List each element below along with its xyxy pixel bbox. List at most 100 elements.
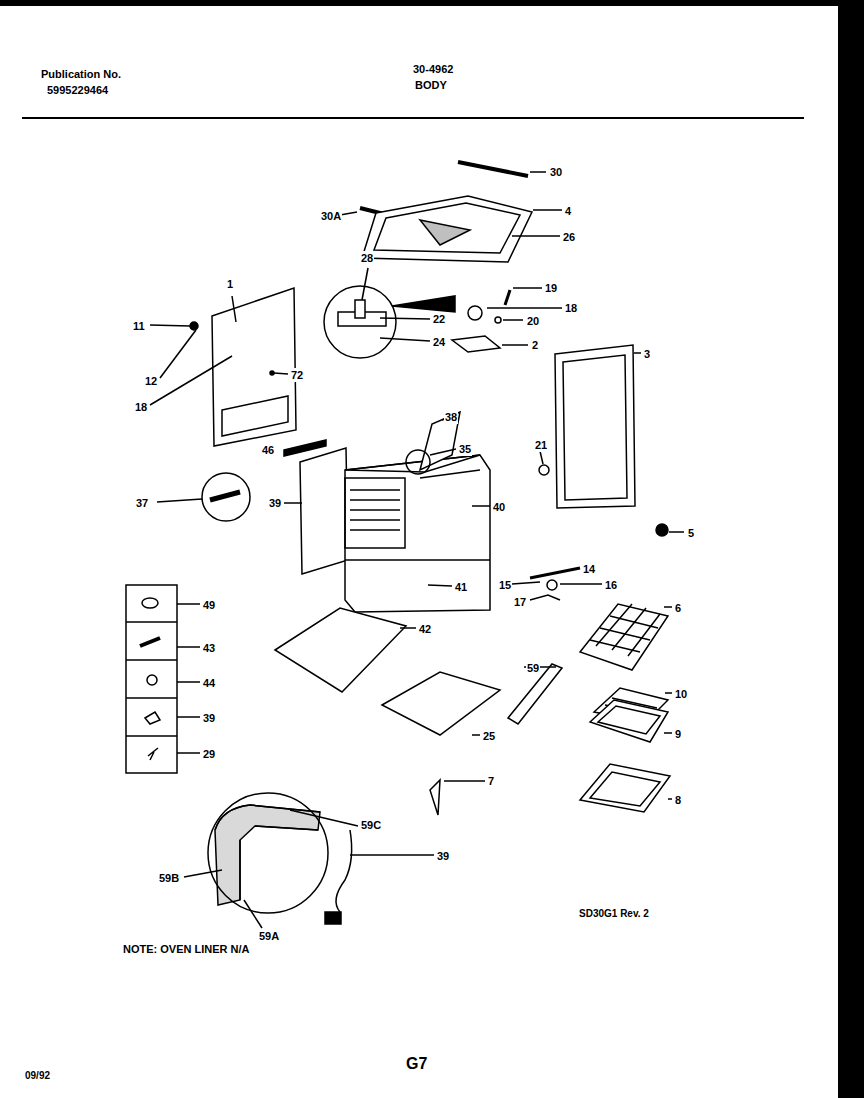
part-outline — [222, 396, 288, 436]
leader-line — [512, 582, 540, 584]
callout-number: 21 — [534, 438, 548, 452]
part-outline — [215, 805, 320, 905]
callout-number: 29 — [202, 747, 216, 761]
leader-line — [350, 489, 400, 491]
leader-line — [540, 451, 543, 464]
part-outline — [355, 300, 365, 318]
callout-number: 72 — [290, 368, 304, 382]
leader-line — [513, 287, 542, 289]
leader-line — [160, 330, 196, 378]
callout-number: 18 — [134, 400, 148, 414]
leader-line — [210, 492, 240, 500]
callout-number: 46 — [261, 443, 275, 457]
part-outline — [452, 336, 500, 352]
callout-number: 8 — [674, 793, 682, 807]
part-outline — [275, 608, 406, 692]
part-outline — [345, 455, 480, 472]
part-outline — [580, 604, 668, 670]
callout-number: 22 — [432, 312, 446, 326]
callout-number: 11 — [132, 319, 146, 333]
page-title: BODY — [415, 79, 447, 92]
callout-number: 14 — [582, 562, 596, 576]
callout-number: 37 — [135, 496, 149, 510]
leader-line — [177, 752, 200, 754]
callout-number: 30 — [549, 165, 563, 179]
part-outline — [126, 585, 177, 773]
leader-line — [345, 559, 490, 561]
part-outline — [284, 440, 326, 456]
leader-line — [274, 373, 288, 374]
leader-line — [665, 692, 672, 694]
callout-number: 39 — [436, 849, 450, 863]
leader-line — [284, 502, 302, 504]
callout-number: 42 — [418, 622, 432, 636]
part-outline — [468, 306, 482, 320]
leader-line — [150, 325, 190, 326]
leader-line — [669, 531, 684, 533]
callout-number: 59C — [360, 818, 382, 832]
leader-line — [177, 646, 200, 648]
scan-edge — [0, 0, 864, 6]
part-outline — [147, 675, 157, 685]
leader-line — [530, 568, 580, 578]
callout-number: 39 — [268, 496, 282, 510]
callout-number: 38 — [444, 410, 458, 424]
callout-number: 39 — [202, 711, 216, 725]
part-outline — [190, 322, 198, 330]
page-note: 09/92 — [24, 1069, 51, 1082]
callout-number: 18 — [564, 301, 578, 315]
leader-line — [126, 659, 177, 661]
leader-line — [400, 627, 416, 629]
leader-line — [244, 900, 262, 928]
callout-number: 15 — [498, 578, 512, 592]
part-outline — [362, 196, 532, 262]
callout-number: 26 — [562, 230, 576, 244]
part-outline — [212, 288, 296, 446]
leader-line — [664, 606, 672, 608]
leader-line — [487, 307, 562, 309]
leader-line — [512, 235, 560, 237]
leader-line — [126, 697, 177, 699]
callout-number: 49 — [202, 598, 216, 612]
leader-line — [530, 171, 546, 173]
part-outline — [324, 286, 396, 358]
callout-number: 1 — [226, 277, 234, 291]
part-outline — [555, 345, 635, 508]
callout-number: 28 — [360, 251, 374, 265]
header-rule — [22, 117, 804, 119]
page-note: SD30G1 Rev. 2 — [578, 907, 650, 920]
callout-number: 41 — [454, 580, 468, 594]
scan-edge — [838, 0, 864, 1098]
page-note: Publication No. — [40, 67, 122, 81]
callout-number: 3 — [643, 347, 651, 361]
callout-number: 4 — [564, 204, 572, 218]
leader-line — [150, 356, 232, 405]
page-note: NOTE: OVEN LINER N/A — [122, 942, 251, 956]
leader-line — [184, 870, 222, 877]
part-outline — [590, 700, 668, 742]
callout-number: 19 — [544, 281, 558, 295]
part-outline — [142, 598, 158, 608]
leader-line — [350, 519, 400, 521]
callout-number: 35 — [458, 442, 472, 456]
leader-line — [420, 470, 480, 478]
part-outline — [539, 465, 549, 475]
part-outline — [300, 448, 348, 574]
callout-number: 59 — [526, 661, 540, 675]
leader-line — [177, 603, 200, 605]
callout-number: 5 — [687, 526, 695, 540]
callout-number: 44 — [202, 676, 216, 690]
leader-line — [340, 212, 357, 215]
callout-number: 10 — [674, 687, 688, 701]
part-outline — [270, 371, 274, 375]
part-outline — [208, 793, 328, 913]
leader-line — [290, 810, 358, 826]
callout-number: 59A — [258, 929, 280, 943]
leader-line — [350, 854, 434, 856]
callout-number: 2 — [531, 338, 539, 352]
part-outline — [530, 595, 560, 600]
leader-line — [126, 621, 177, 623]
part-outline — [590, 772, 660, 806]
part-outline — [145, 712, 160, 724]
